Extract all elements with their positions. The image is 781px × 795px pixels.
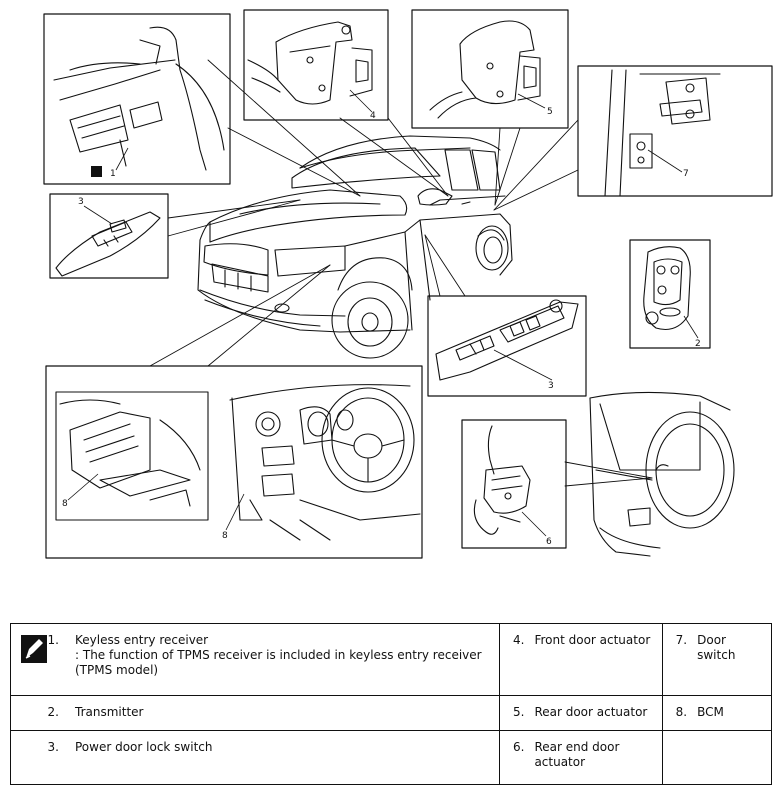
legend-text: Transmitter (75, 704, 144, 719)
detail-box-front-door-actuator (243, 9, 389, 121)
component-location-diagram: 1 2 3 3 4 5 6 7 8 8 (43, 9, 773, 559)
detail-box-keyless-entry-receiver (43, 13, 231, 185)
callout-leaders (67, 89, 699, 537)
legend-text: Rear end door actuator (534, 740, 620, 770)
callout-labels: 1 2 3 3 4 5 6 7 8 8 (62, 107, 701, 547)
legend-number: 7. (675, 633, 688, 647)
detail-box-rear-end-door-actuator (461, 419, 567, 549)
legend-number: 2. (47, 704, 59, 719)
legend-number: 5. (512, 704, 525, 719)
legend-cell: 3. Power door lock switch (9, 730, 501, 785)
legend-number: 8. (675, 704, 688, 719)
legend-cell: 2. Transmitter (9, 694, 501, 732)
note-icon (21, 635, 47, 663)
detail-box-power-door-lock-switch-left (49, 193, 169, 279)
legend-table: 1. Keyless entry receiver : The function… (9, 623, 772, 785)
callout-7: 7 (683, 169, 689, 179)
detail-box-dashboard-bcm (45, 365, 423, 559)
callout-4: 4 (370, 111, 376, 121)
note-icon-small (91, 166, 102, 177)
callout-5: 5 (547, 107, 553, 117)
vehicle-front-view (197, 135, 513, 359)
legend-row: 3. Power door lock switch 6. Rear end do… (9, 730, 772, 785)
legend-number: 3. (47, 740, 59, 755)
legend-note: : The function of TPMS receiver is inclu… (75, 648, 482, 677)
legend-cell: 5. Rear door actuator (499, 694, 664, 732)
legend-text: Keyless entry receiver (75, 633, 209, 647)
legend-cell (662, 730, 772, 785)
legend-number: 1. (47, 633, 59, 647)
leader-lines (149, 59, 653, 487)
legend-text: Power door lock switch (75, 740, 213, 755)
callout-1: 1 (110, 169, 116, 179)
legend-cell: 4. Front door actuator (499, 623, 664, 696)
legend-text: Rear door actuator (534, 704, 648, 719)
detail-box-door-switch (577, 65, 773, 197)
legend-cell: 1. Keyless entry receiver : The function… (9, 623, 501, 696)
legend-row: 1. Keyless entry receiver : The function… (9, 623, 772, 696)
legend-number: 4. (512, 633, 525, 647)
callout-6: 6 (546, 537, 552, 547)
legend-text: Door switch (697, 633, 736, 662)
vehicle-rear-view (589, 391, 735, 557)
detail-box-transmitter (629, 239, 711, 349)
callout-3-right: 3 (548, 381, 554, 391)
detail-box-rear-door-actuator (411, 9, 569, 129)
callout-8-dash: 8 (222, 531, 228, 541)
legend-text: BCM (697, 704, 724, 719)
legend-text: Front door actuator (534, 633, 651, 647)
legend-cell: 7. Door switch (662, 623, 772, 696)
legend-cell: 8. BCM (662, 694, 772, 732)
detail-box-power-door-lock-switch-right (427, 295, 587, 397)
legend-cell: 6. Rear end door actuator (499, 730, 664, 785)
callout-2: 2 (695, 339, 701, 349)
legend-number: 6. (512, 740, 525, 755)
legend-row: 2. Transmitter 5. Rear door actuator 8. … (9, 694, 772, 732)
callout-3-left: 3 (78, 197, 84, 207)
callout-8-inset: 8 (62, 499, 68, 509)
